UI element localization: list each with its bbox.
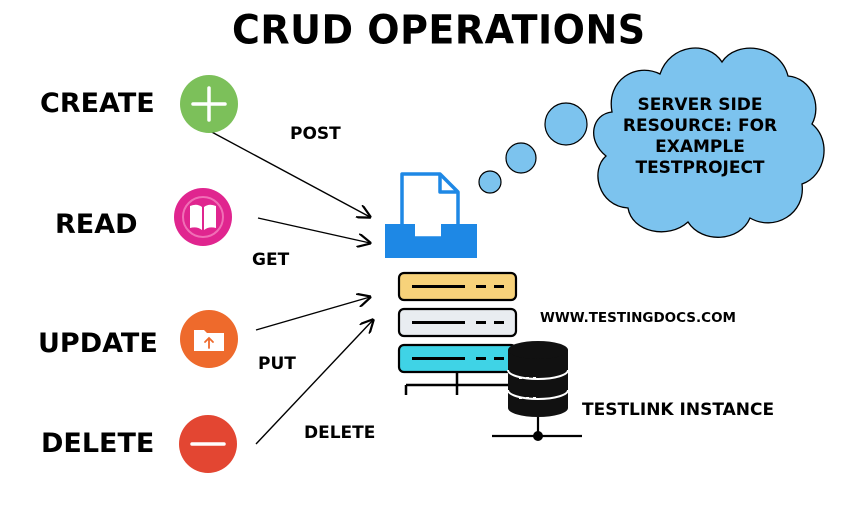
diagram-title: CRUD Operations xyxy=(232,6,646,54)
thought-bubble-large xyxy=(544,102,588,146)
http-post-label: POST xyxy=(290,124,341,144)
create-arrow xyxy=(207,129,370,217)
update-folder-upload-icon xyxy=(180,310,238,368)
update-arrow xyxy=(255,297,370,331)
read-book-icon xyxy=(174,188,232,246)
create-plus-icon xyxy=(180,75,238,133)
website-label: WWW.TESTINGDOCS.COM xyxy=(540,310,736,326)
resource-cloud xyxy=(593,47,825,238)
delete-arrow xyxy=(255,320,373,445)
operation-update-label: UPDATE xyxy=(38,328,158,359)
http-get-label: GET xyxy=(252,250,290,270)
inbox-document-icon xyxy=(385,172,477,258)
operation-delete-label: DELETE xyxy=(41,428,155,459)
delete-minus-icon xyxy=(179,415,237,473)
operation-read-label: READ xyxy=(55,209,138,240)
cloud-resource-text: SERVER SIDE RESOURCE: FOR EXAMPLE TESTPR… xyxy=(622,95,778,178)
operation-create-label: CREATE xyxy=(40,88,155,119)
database-icon xyxy=(492,341,582,441)
http-delete-label: DELETE xyxy=(304,423,376,443)
thought-bubble-small xyxy=(478,170,502,194)
server-stack-icon xyxy=(397,271,518,395)
http-put-label: PUT xyxy=(258,354,296,374)
read-arrow xyxy=(257,217,370,243)
thought-bubble-medium xyxy=(505,142,537,174)
testlink-instance-label: TESTLINK INSTANCE xyxy=(582,400,775,420)
